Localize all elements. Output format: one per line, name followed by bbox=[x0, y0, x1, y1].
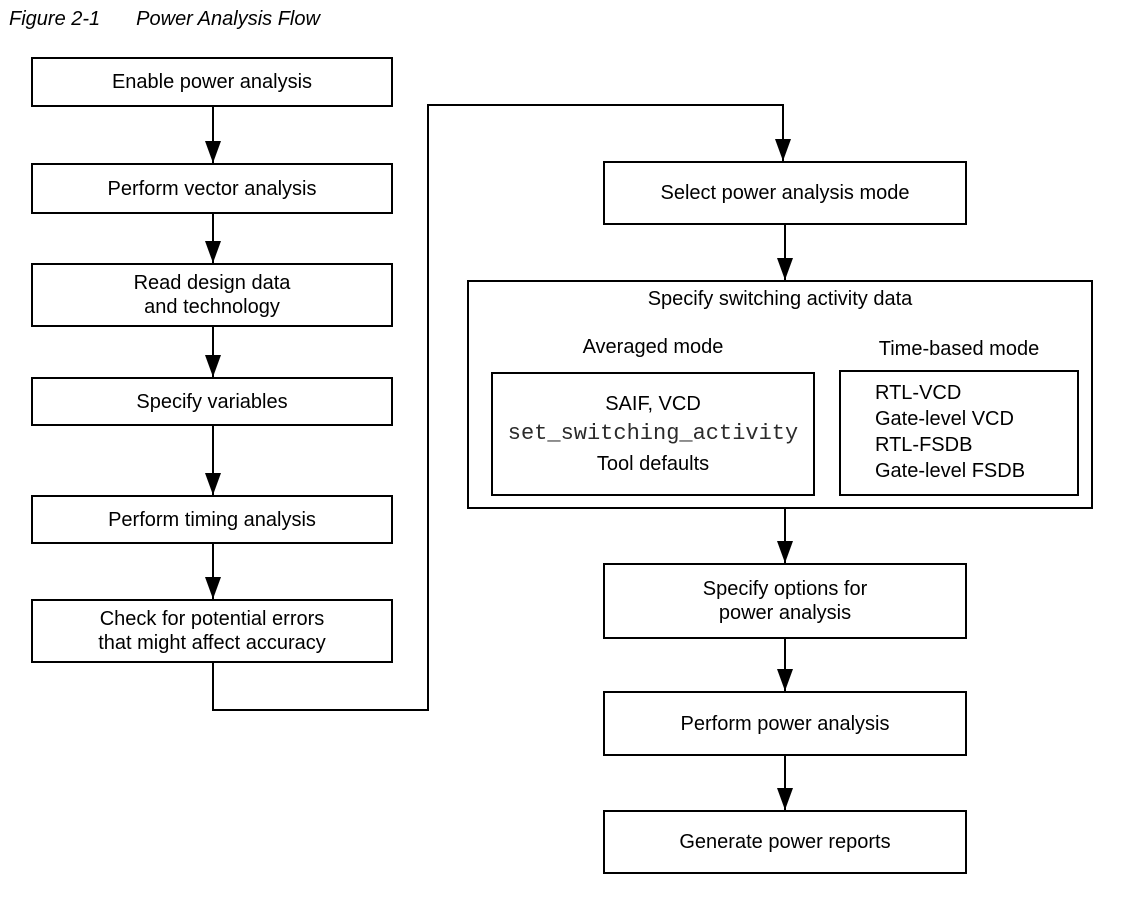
box-averaged-mode-sources: SAIF, VCD set_switching_activity Tool de… bbox=[491, 372, 815, 496]
step-label: Generate power reports bbox=[679, 831, 891, 853]
figure-caption: Figure 2-1 Power Analysis Flow bbox=[9, 8, 320, 31]
step-label: Enable power analysis bbox=[111, 71, 313, 93]
step-label: Perform timing analysis bbox=[108, 508, 316, 531]
arrowhead-down-icon bbox=[205, 355, 221, 377]
arrowhead-down-icon bbox=[777, 669, 793, 691]
step-enable-power-analysis: Enable power analysis bbox=[31, 57, 393, 107]
step-label: Perform power analysis bbox=[680, 712, 890, 735]
source-item: Gate-level FSDB bbox=[875, 460, 1026, 482]
source-item: RTL-FSDB bbox=[875, 434, 973, 456]
group-specify-switching-activity: Specify switching activity data Averaged… bbox=[467, 280, 1093, 509]
box-time-based-mode-sources: RTL-VCD Gate-level VCD RTL-FSDB Gate-lev… bbox=[839, 370, 1079, 496]
figure-number: Figure 2-1 bbox=[9, 8, 101, 30]
step-label: Specify options for power analysis bbox=[702, 578, 868, 624]
step-label: Check for potential errors that might af… bbox=[98, 608, 326, 654]
source-item: Tool defaults bbox=[596, 453, 710, 475]
step-specify-variables: Specify variables bbox=[31, 377, 393, 426]
step-check-potential-errors: Check for potential errors that might af… bbox=[31, 599, 393, 663]
step-specify-options: Specify options for power analysis bbox=[603, 563, 967, 639]
arrowhead-down-icon bbox=[205, 141, 221, 163]
step-label: Perform vector analysis bbox=[107, 177, 317, 200]
step-perform-power-analysis: Perform power analysis bbox=[603, 691, 967, 756]
arrowhead-down-icon bbox=[205, 577, 221, 599]
arrowhead-down-icon bbox=[205, 473, 221, 495]
arrowhead-down-icon bbox=[777, 258, 793, 280]
step-read-design-data: Read design data and technology bbox=[31, 263, 393, 327]
step-select-power-analysis-mode: Select power analysis mode bbox=[603, 161, 967, 225]
step-perform-timing-analysis: Perform timing analysis bbox=[31, 495, 393, 544]
label-averaged-mode: Averaged mode bbox=[582, 336, 724, 358]
source-item: Gate-level VCD bbox=[875, 408, 1014, 430]
group-title: Specify switching activity data bbox=[647, 288, 913, 310]
source-item: RTL-VCD bbox=[875, 382, 962, 404]
figure-title: Power Analysis Flow bbox=[136, 8, 320, 30]
step-label: Read design data and technology bbox=[133, 272, 291, 318]
source-item: SAIF, VCD bbox=[605, 393, 701, 415]
arrowhead-down-icon bbox=[777, 541, 793, 563]
step-label: Select power analysis mode bbox=[660, 182, 910, 204]
arrowhead-down-icon bbox=[205, 241, 221, 263]
arrowhead-down-icon bbox=[777, 788, 793, 810]
step-perform-vector-analysis: Perform vector analysis bbox=[31, 163, 393, 214]
label-time-based-mode: Time-based mode bbox=[878, 338, 1040, 360]
step-generate-power-reports: Generate power reports bbox=[603, 810, 967, 874]
step-label: Specify variables bbox=[136, 390, 288, 413]
arrowhead-down-icon bbox=[775, 139, 791, 161]
source-item-command: set_switching_activity bbox=[507, 421, 799, 446]
